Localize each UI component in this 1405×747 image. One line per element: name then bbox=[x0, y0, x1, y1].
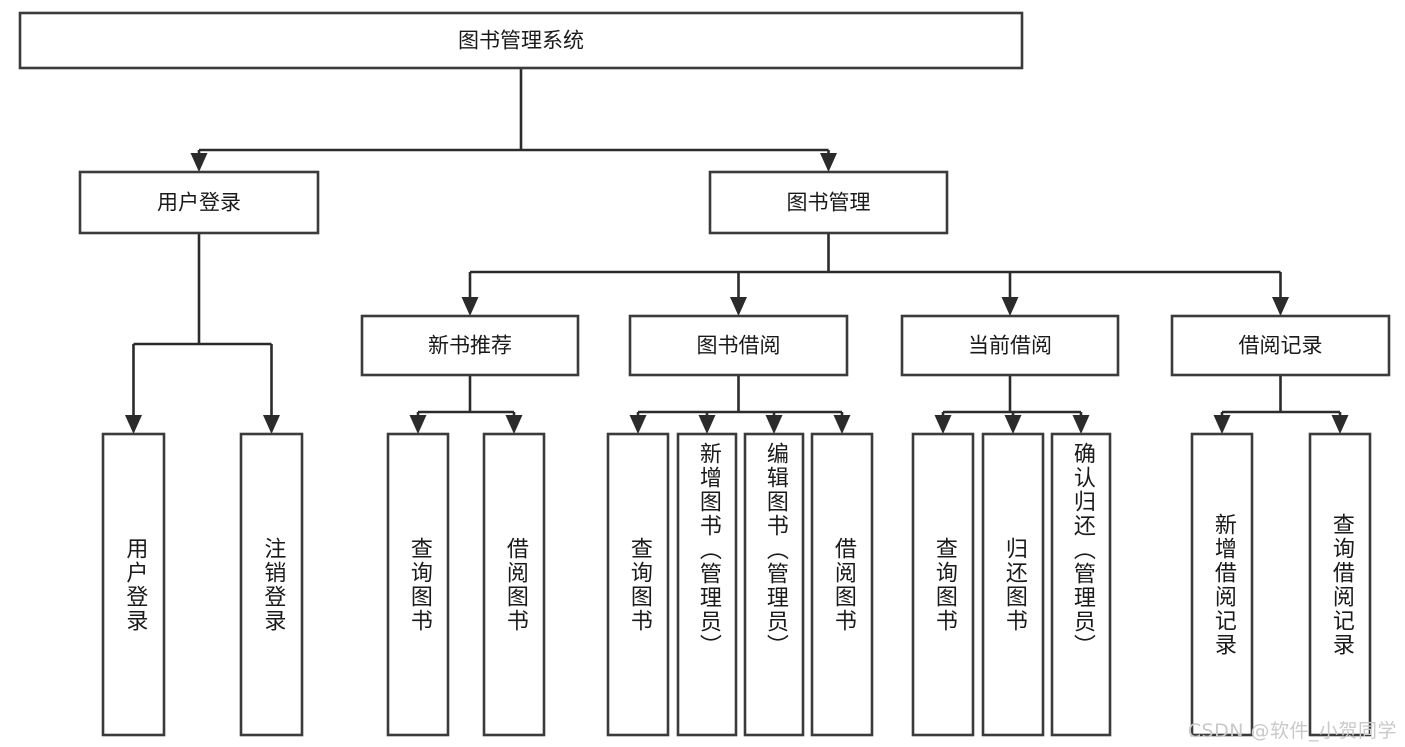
arrow-head-icon bbox=[409, 415, 427, 434]
arrow-head-icon bbox=[505, 415, 523, 434]
node-user-login-box[interactable] bbox=[78, 170, 320, 235]
node-leaf-user-login-box[interactable] bbox=[101, 432, 166, 737]
node-leaf-add-record-box[interactable] bbox=[1190, 432, 1254, 737]
arrow-head-icon bbox=[263, 415, 280, 434]
node-borrow-record-label: 借阅记录 bbox=[1239, 334, 1323, 358]
node-new-book-recommend-box[interactable] bbox=[360, 314, 580, 377]
arrow-head-icon bbox=[1272, 297, 1289, 316]
node-borrow-record-box[interactable] bbox=[1170, 314, 1391, 377]
node-leaf-edit-book-box[interactable] bbox=[743, 432, 805, 737]
node-leaf-query-book-2-box[interactable] bbox=[606, 432, 670, 737]
node-book-management-label: 图书管理 bbox=[787, 191, 871, 215]
connector-layer bbox=[125, 68, 1349, 434]
node-book-borrow-label: 图书借阅 bbox=[697, 334, 781, 358]
node-leaf-user-logout-box[interactable] bbox=[239, 432, 304, 737]
watermark: CSDN @软件_小贺同学 bbox=[1187, 720, 1397, 742]
node-layer bbox=[18, 11, 1391, 737]
arrow-head-icon bbox=[820, 153, 837, 172]
arrow-head-icon bbox=[1001, 297, 1019, 316]
arrow-head-icon bbox=[934, 415, 952, 434]
arrow-head-icon bbox=[190, 153, 208, 172]
node-new-book-recommend-label: 新书推荐 bbox=[428, 334, 512, 358]
arrow-head-icon bbox=[629, 415, 647, 434]
node-book-management-box[interactable] bbox=[708, 170, 949, 235]
arrow-head-icon bbox=[698, 415, 716, 434]
arrow-head-icon bbox=[1331, 415, 1349, 434]
node-current-borrow-label: 当前借阅 bbox=[968, 334, 1052, 358]
node-book-borrow-box[interactable] bbox=[628, 314, 849, 377]
arrow-head-icon bbox=[1004, 415, 1022, 434]
node-leaf-confirm-return-box[interactable] bbox=[1050, 432, 1112, 737]
arrow-head-icon bbox=[1213, 415, 1231, 434]
node-leaf-query-book-3-box[interactable] bbox=[911, 432, 975, 737]
node-root-label: 图书管理系统 bbox=[458, 29, 584, 53]
node-leaf-borrow-book-2-box[interactable] bbox=[810, 432, 874, 737]
node-leaf-borrow-book-1-box[interactable] bbox=[482, 432, 546, 737]
node-leaf-add-book-box[interactable] bbox=[676, 432, 738, 737]
node-leaf-query-book-1-box[interactable] bbox=[386, 432, 450, 737]
arrow-head-icon bbox=[765, 415, 783, 434]
node-root-box[interactable] bbox=[18, 11, 1024, 70]
node-leaf-return-book-box[interactable] bbox=[981, 432, 1045, 737]
node-leaf-query-record-box[interactable] bbox=[1308, 432, 1372, 737]
arrow-head-icon bbox=[125, 415, 142, 434]
node-current-borrow-box[interactable] bbox=[900, 314, 1120, 377]
arrow-head-icon bbox=[730, 297, 747, 316]
node-user-login-label: 用户登录 bbox=[157, 191, 241, 215]
arrow-head-icon bbox=[833, 415, 851, 434]
arrow-head-icon bbox=[461, 297, 479, 316]
arrow-head-icon bbox=[1072, 415, 1090, 434]
